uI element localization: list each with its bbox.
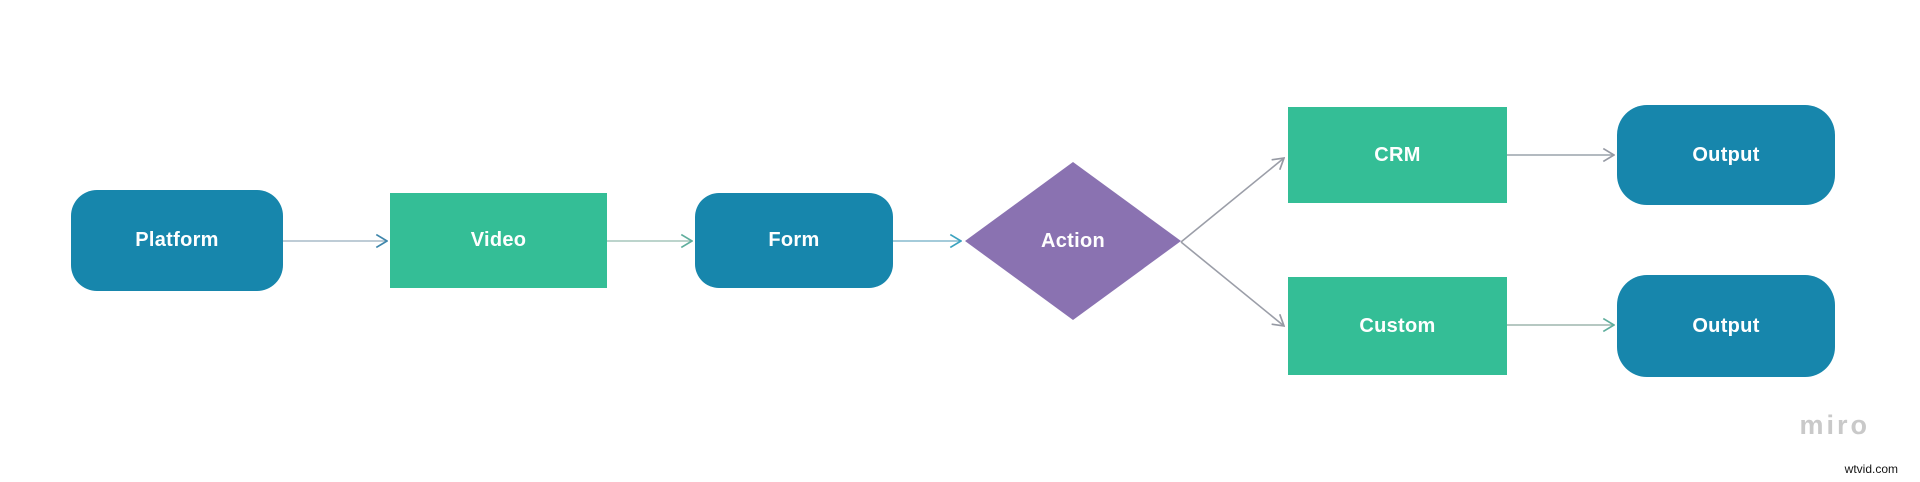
node-video-label: Video <box>470 229 527 251</box>
node-form-label: Form <box>768 229 820 251</box>
miro-watermark: miro <box>1799 410 1870 440</box>
node-platform-label: Platform <box>135 229 219 251</box>
wtvid-site-label: wtvid.com <box>1844 462 1898 476</box>
node-platform[interactable]: Platform <box>71 190 283 291</box>
node-form[interactable]: Form <box>695 193 893 288</box>
connector-action-custom[interactable] <box>1180 241 1284 326</box>
node-custom[interactable]: Custom <box>1288 277 1507 375</box>
node-custom-label: Custom <box>1359 314 1436 337</box>
node-output-crm-label: Output <box>1692 143 1760 166</box>
node-output-custom-label: Output <box>1692 314 1760 337</box>
node-video[interactable]: Video <box>390 193 607 288</box>
node-action-label: Action <box>1040 229 1106 252</box>
node-output-crm[interactable]: Output <box>1617 105 1835 205</box>
node-output-custom[interactable]: Output <box>1617 275 1835 377</box>
node-crm-label: CRM <box>1374 143 1421 166</box>
node-crm[interactable]: CRM <box>1288 107 1507 203</box>
connector-action-crm[interactable] <box>1180 158 1284 243</box>
